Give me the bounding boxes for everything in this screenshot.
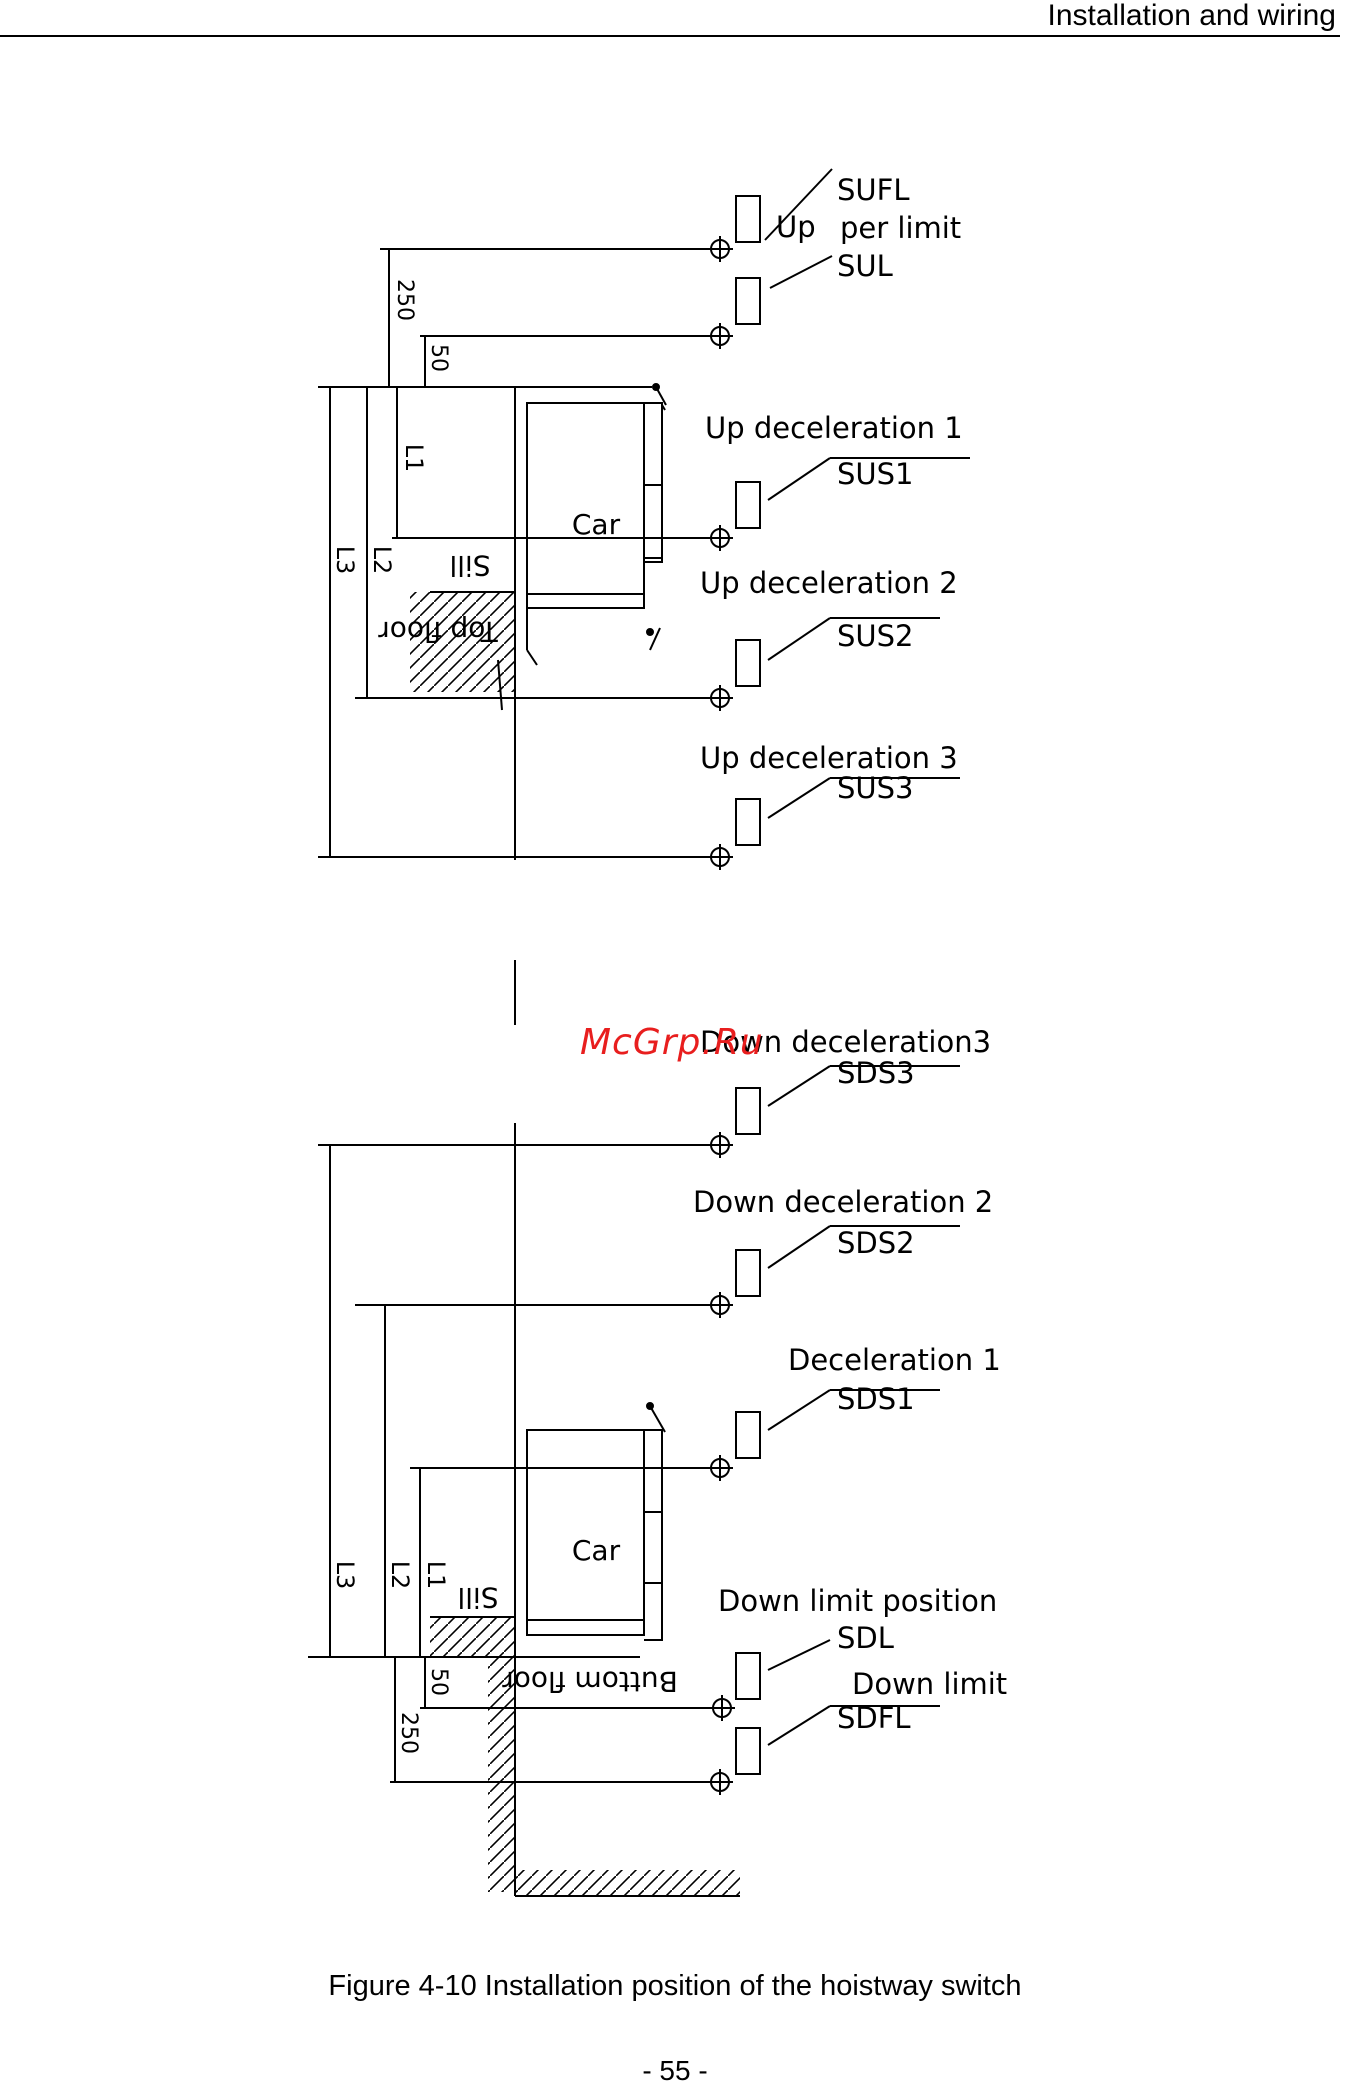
bottom-sill-hatch — [430, 1617, 515, 1657]
top-dim-l2: L2 — [368, 546, 396, 575]
sds3-code: SDS3 — [837, 1056, 915, 1090]
bottom-switches — [735, 1065, 960, 1775]
sdl-code: SDL — [837, 1621, 894, 1655]
sul-code: SUL — [837, 249, 893, 283]
top-car-label: Car — [572, 508, 621, 541]
bottom-dim-l3: L3 — [331, 1561, 359, 1590]
bottom-floor-label: Buttom floor — [502, 1665, 678, 1698]
page-number: - 55 - — [642, 2055, 708, 2086]
bottom-pit-wall-hatch — [488, 1657, 515, 1892]
sds2-desc: Down deceleration 2 — [693, 1185, 993, 1219]
sus1-code: SUS1 — [837, 457, 914, 491]
top-dim-50: 50 — [426, 344, 451, 372]
bottom-car-label: Car — [572, 1534, 621, 1567]
top-switches — [735, 168, 970, 846]
top-dim-l1: L1 — [400, 444, 428, 473]
bottom-dim-l2: L2 — [386, 1561, 414, 1590]
sdfl-desc: Down limit — [852, 1667, 1007, 1701]
watermark: McGrp.Ru — [580, 1022, 764, 1063]
sdl-desc: Down limit position — [718, 1584, 997, 1618]
header-title: Installation and wiring — [1047, 0, 1336, 32]
top-floor-label: Top floor — [378, 615, 499, 648]
top-section — [318, 248, 712, 1025]
top-car — [526, 386, 667, 666]
figure-caption: Figure 4-10 Installation position of the… — [328, 1970, 1022, 2002]
sus3-code: SUS3 — [837, 771, 914, 805]
sds2-code: SDS2 — [837, 1226, 915, 1260]
header-rule — [0, 35, 1340, 37]
upper-limit-word1: Up — [776, 210, 816, 244]
top-dim-l3: L3 — [331, 546, 359, 575]
sus2-desc: Up deceleration 2 — [700, 566, 958, 600]
bottom-dim-50: 50 — [426, 1668, 451, 1696]
page-header: Installation and wiring — [0, 0, 1350, 38]
upper-limit-word2: per limit — [840, 211, 961, 245]
bottom-pit-floor-hatch — [515, 1870, 740, 1896]
top-dim-250: 250 — [392, 279, 417, 321]
sds1-desc: Deceleration 1 — [788, 1343, 1001, 1377]
sdfl-code: SDFL — [837, 1701, 911, 1735]
switch-terminals — [706, 235, 736, 1796]
top-sill-label: Sill — [449, 549, 490, 582]
sds3-desc: Down deceleration3 — [700, 1025, 991, 1059]
top-floor-hatch — [410, 592, 515, 692]
hoistway-switch-diagram: Car Sill Top floor 250 50 L1 L2 L3 SUFL … — [308, 168, 1007, 1897]
bottom-dim-l1: L1 — [422, 1561, 450, 1590]
sus3-desc: Up deceleration 3 — [700, 741, 958, 775]
bottom-dim-250: 250 — [396, 1712, 421, 1754]
sus2-code: SUS2 — [837, 619, 914, 653]
sds1-code: SDS1 — [837, 1382, 915, 1416]
sufl-code: SUFL — [837, 173, 909, 207]
bottom-section — [308, 1123, 740, 1897]
bottom-car — [526, 1405, 666, 1641]
sus1-desc: Up deceleration 1 — [705, 411, 963, 445]
bottom-sill-label: Sill — [457, 1581, 498, 1614]
